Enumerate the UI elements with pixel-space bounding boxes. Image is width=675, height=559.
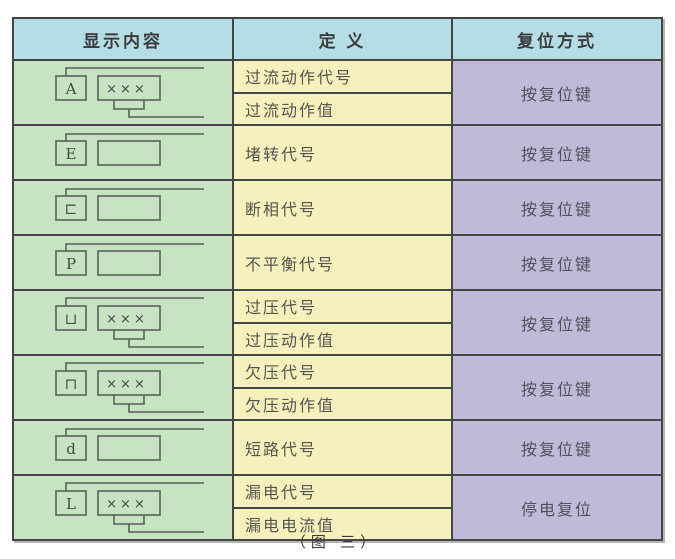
code-letter: L [66,495,76,513]
reset-method-cell: 按复位键 [451,356,661,419]
definition-text: 过流动作代号 [245,70,354,88]
table-row-overcurrent: A ××× 过流动作代号 过流动作值 按复位键 [14,59,661,124]
fault-code-table: 显示内容 定 义 复位方式 A ××× 过流动作代号 过流动作值 按复位键 [12,17,663,541]
definition-text: 过压代号 [245,300,318,318]
display-cell: ⊔ ××× [14,291,232,354]
table-row-unbalance: P 不平衡代号 按复位键 [14,234,661,289]
definition-text: 堵转代号 [245,146,318,164]
display-cell: P [14,236,232,289]
table-row-phase-loss: ⊏ 断相代号 按复位键 [14,179,661,234]
leakage-code-icon: L ××× [55,481,204,533]
phase-loss-code-icon: ⊏ [55,187,204,221]
table-row-short-circuit: d 短路代号 按复位键 [14,419,661,474]
header-display-content: 显示内容 [83,31,163,51]
definition-text: 漏电电流值 [234,506,451,540]
display-cell: ⊏ [14,181,232,234]
short-circuit-code-icon: d [55,427,204,461]
display-cell: d [14,421,232,474]
definition-text: 漏电代号 [245,485,318,503]
stall-code-icon: E [55,132,204,166]
table-row-undervoltage: ⊓ ××× 欠压代号 欠压动作值 按复位键 [14,354,661,419]
code-letter: ⊏ [65,200,78,218]
table-header-row: 显示内容 定 义 复位方式 [14,19,661,59]
definition-cell: 短路代号 [232,421,451,474]
reset-method-cell: 按复位键 [451,291,661,354]
definition-cell: 过流动作代号 过流动作值 [232,61,451,124]
code-value: ××× [106,497,148,512]
definition-text: 不平衡代号 [245,256,336,274]
reset-method-cell: 按复位键 [451,61,661,124]
display-cell: E [14,126,232,179]
code-letter: P [66,255,76,273]
reset-method-cell: 按复位键 [451,236,661,289]
code-letter: A [65,80,77,98]
header-reset-method: 复位方式 [451,19,661,59]
definition-text: 欠压动作值 [234,386,451,420]
definition-cell: 漏电代号 漏电电流值 [232,476,451,539]
definition-cell: 断相代号 [232,181,451,234]
overvoltage-code-icon: ⊔ ××× [55,296,204,348]
reset-method-cell: 停电复位 [451,476,661,539]
table-row-stall: E 堵转代号 按复位键 [14,124,661,179]
figure-caption: （图 三） [290,534,381,551]
definition-text: 短路代号 [245,441,318,459]
definition-cell: 堵转代号 [232,126,451,179]
table-row-leakage: L ××× 漏电代号 漏电电流值 停电复位 [14,474,661,539]
definition-text: 过压动作值 [234,321,451,355]
display-cell: ⊓ ××× [14,356,232,419]
undervoltage-code-icon: ⊓ ××× [55,361,204,413]
code-value: ××× [106,312,148,327]
reset-method-cell: 按复位键 [451,181,661,234]
unbalance-code-icon: P [55,242,204,276]
display-cell: L ××× [14,476,232,539]
definition-cell: 不平衡代号 [232,236,451,289]
definition-cell: 过压代号 过压动作值 [232,291,451,354]
definition-text: 过流动作值 [234,91,451,125]
code-letter: E [66,145,77,163]
reset-method-cell: 按复位键 [451,126,661,179]
definition-cell: 欠压代号 欠压动作值 [232,356,451,419]
definition-text: 欠压代号 [245,365,318,383]
reset-method-cell: 按复位键 [451,421,661,474]
code-value: ××× [106,377,148,392]
code-letter: d [66,440,76,458]
definition-text: 断相代号 [245,201,318,219]
code-letter: ⊓ [65,375,78,393]
code-letter: ⊔ [65,310,78,328]
header-definition: 定 义 [232,19,451,59]
overcurrent-code-icon: A ××× [55,66,204,118]
display-cell: A ××× [14,61,232,124]
table-row-overvoltage: ⊔ ××× 过压代号 过压动作值 按复位键 [14,289,661,354]
code-value: ××× [106,82,148,97]
